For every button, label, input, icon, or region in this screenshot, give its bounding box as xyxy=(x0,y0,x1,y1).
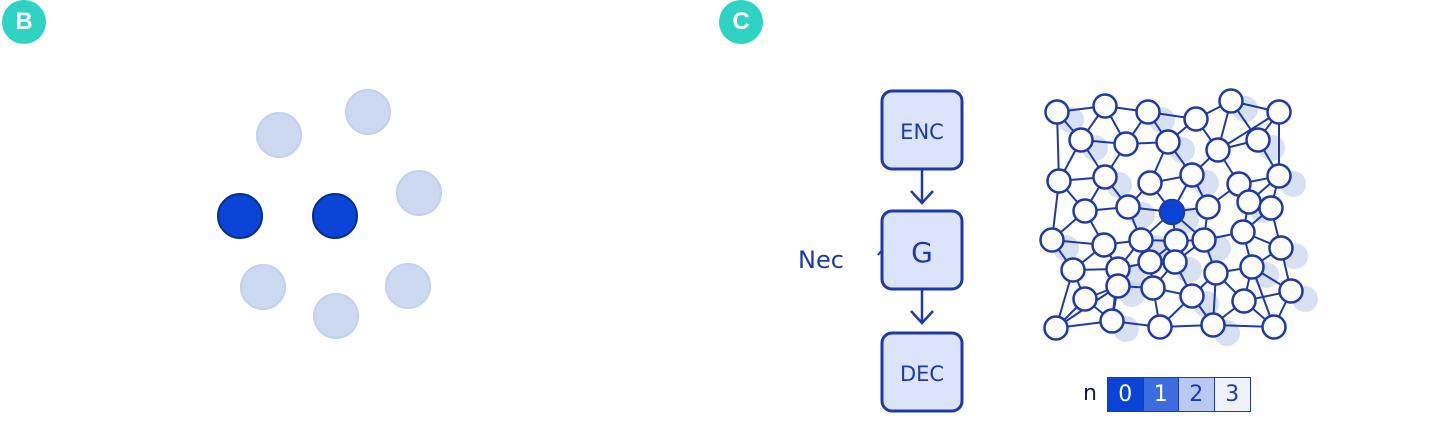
mesh-node xyxy=(1091,232,1117,258)
encoder-label: ENC xyxy=(900,120,944,144)
mesh-node xyxy=(1105,273,1131,299)
mesh-node xyxy=(1195,194,1221,220)
mesh-node xyxy=(1258,195,1284,221)
mesh-node xyxy=(1140,275,1166,301)
mesh-node xyxy=(1099,308,1125,334)
decoder-box xyxy=(880,331,964,413)
legend-cell-1: 1 xyxy=(1143,378,1179,411)
mesh-node xyxy=(1068,127,1094,153)
active-node-left xyxy=(217,193,263,239)
mesh-node xyxy=(1072,198,1098,224)
mesh-node xyxy=(1092,93,1118,119)
edge-update-diagram xyxy=(217,89,442,339)
mesh-node xyxy=(1060,257,1086,283)
mesh-node xyxy=(1179,162,1205,188)
mesh-node xyxy=(1205,137,1231,163)
mesh-node xyxy=(1135,99,1161,125)
mesh-node xyxy=(1137,170,1163,196)
mesh-node xyxy=(1183,106,1209,132)
mesh-node xyxy=(1163,228,1189,254)
mesh-node xyxy=(1266,163,1292,189)
legend-prefix: n xyxy=(1083,381,1097,406)
mesh-node xyxy=(1268,235,1294,261)
faded-node xyxy=(385,263,431,309)
encoder-box xyxy=(880,89,964,171)
hop-legend: 0 1 2 3 xyxy=(1107,377,1251,412)
mesh-node xyxy=(1043,315,1069,341)
side-label: Nec xyxy=(798,246,844,274)
mesh-node xyxy=(1261,314,1287,340)
mesh-node xyxy=(1046,168,1072,194)
arrowhead xyxy=(910,310,934,325)
legend-cell-0: 0 xyxy=(1108,378,1144,411)
processor-label: G xyxy=(911,236,933,269)
mesh-node xyxy=(1044,99,1070,125)
active-node-right xyxy=(312,193,358,239)
faded-node xyxy=(396,170,442,216)
mesh-node xyxy=(1092,164,1118,190)
arrowhead xyxy=(910,190,934,205)
mesh-node xyxy=(1147,314,1173,340)
mesh-node xyxy=(1245,127,1271,153)
mesh-node xyxy=(1113,131,1139,157)
mesh-node xyxy=(1191,227,1217,253)
faded-node xyxy=(345,89,391,135)
mesh-node xyxy=(1231,288,1257,314)
faded-node xyxy=(313,293,359,339)
mesh-centre-node xyxy=(1158,198,1186,226)
legend-cell-3: 3 xyxy=(1214,378,1250,411)
faded-node xyxy=(240,264,286,310)
mesh-node xyxy=(1128,227,1154,253)
mesh-node xyxy=(1230,219,1256,245)
mesh-node xyxy=(1115,194,1141,220)
decoder-label: DEC xyxy=(900,362,944,386)
mesh-node xyxy=(1203,260,1229,286)
mesh-node xyxy=(1155,129,1181,155)
mesh-node xyxy=(1137,249,1163,275)
faded-node xyxy=(256,112,302,158)
mesh-node xyxy=(1239,254,1265,280)
mesh-node xyxy=(1039,227,1065,253)
mesh-node xyxy=(1162,249,1188,275)
mesh-node xyxy=(1072,286,1098,312)
mesh-node xyxy=(1200,312,1226,338)
legend-cell-2: 2 xyxy=(1179,378,1215,411)
mesh-node xyxy=(1179,283,1205,309)
mesh-node xyxy=(1218,88,1244,114)
mesh-graph xyxy=(1039,88,1318,346)
mesh-node xyxy=(1278,278,1304,304)
panel-c-badge: C xyxy=(719,0,763,44)
mesh-node xyxy=(1266,99,1292,125)
recurrence-tick xyxy=(877,249,883,256)
pipeline: ENC G DEC xyxy=(877,89,964,413)
panel-b-badge: B xyxy=(2,0,46,44)
mesh-node xyxy=(1236,189,1262,215)
